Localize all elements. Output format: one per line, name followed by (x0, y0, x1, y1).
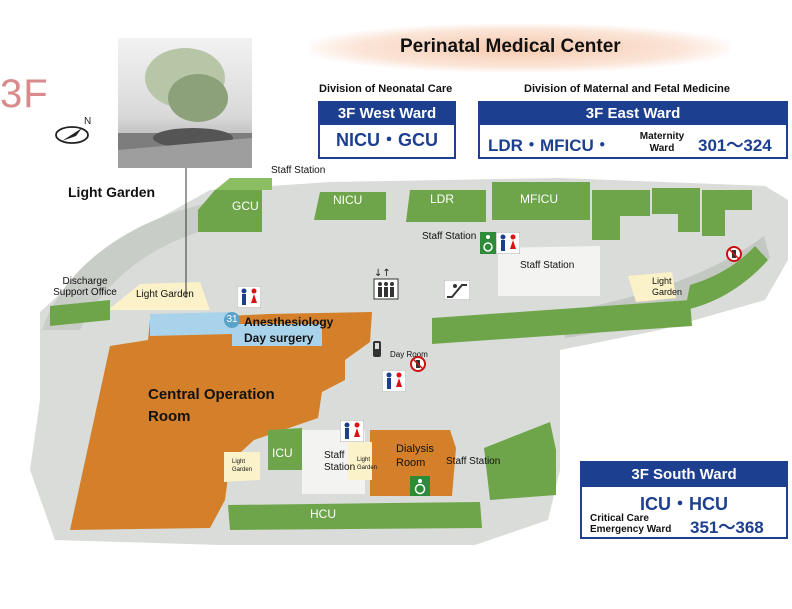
division-neonatal: Division of Neonatal Care (319, 83, 453, 95)
restroom-icon (236, 285, 262, 313)
mficu-label: MFICU (520, 192, 558, 206)
east-ward-name: 3F East Ward (480, 103, 786, 125)
light-garden-caption: Light Garden (68, 184, 156, 200)
restroom-icon (495, 231, 521, 259)
east-block-3 (702, 190, 752, 236)
light-garden-south-a (224, 452, 260, 482)
light-garden-east (628, 272, 676, 302)
wheelchair-icon (410, 476, 430, 501)
south-ward-units: ICU・HCU (640, 494, 728, 514)
dialysis-block (370, 430, 456, 496)
escalator-icon (443, 279, 471, 305)
no-mobile-icon (410, 356, 426, 377)
light-garden-south-b-label: Light Garden (357, 457, 378, 471)
east-ward-sub: Maternity Ward (639, 131, 685, 154)
ldr-label: LDR (430, 192, 455, 206)
light-garden-east-label: Light Garden (652, 276, 683, 297)
compass-icon: N (54, 114, 98, 153)
central-operation-label: Central Operation Room (148, 386, 275, 425)
room-number-badge: 31 (224, 312, 240, 328)
restroom-icon (381, 369, 407, 397)
light-garden-photo (118, 38, 252, 168)
staff-station-east: Staff Station (520, 260, 575, 271)
svg-text:↓↑: ↓↑ (374, 268, 391, 279)
icu-label: ICU (272, 446, 293, 460)
wheelchair-icon (480, 232, 496, 259)
division-maternal: Division of Maternal and Fetal Medicine (524, 83, 730, 95)
west-ward-box: 3F West Ward NICU・GCU (318, 101, 456, 159)
staff-station-south: Staff Station (446, 456, 501, 467)
hcu-block (228, 502, 482, 530)
icu-block (268, 428, 302, 470)
elevator-icon: ↓↑ (372, 266, 400, 307)
svg-text:N: N (84, 116, 91, 127)
restroom-icon (339, 419, 365, 447)
west-ward-name: 3F West Ward (320, 103, 454, 125)
light-garden-west (108, 282, 210, 310)
light-garden-south-a-label: Light Garden (232, 459, 253, 473)
floor-label: 3F (0, 72, 49, 116)
title-band (310, 24, 730, 72)
east-staff-area (498, 246, 600, 296)
south-ward-rooms: 351～368 (690, 518, 764, 537)
staff-station-top: Staff Station (271, 165, 326, 176)
gcu-label: GCU (232, 199, 259, 213)
staff-station-center: Staff Station (422, 231, 477, 242)
light-garden-west-label: Light Garden (136, 289, 194, 300)
east-ward-units: LDR・MFICU・ (488, 136, 611, 155)
operation-room (70, 312, 372, 530)
east-mid-rooms (432, 300, 692, 344)
east-block-1 (592, 190, 650, 240)
discharge-block (50, 300, 110, 326)
east-ward-box: 3F East Ward LDR・MFICU・ Maternity Ward 3… (478, 101, 788, 159)
day-room-label: Day Room (390, 350, 428, 359)
page-title: Perinatal Medical Center (400, 36, 621, 57)
south-ward-name: 3F South Ward (582, 463, 786, 487)
nicu-block (314, 192, 386, 220)
gcu-block (198, 190, 262, 232)
south-right-rooms (484, 422, 556, 500)
mficu-block (492, 182, 590, 220)
nicu-label: NICU (333, 193, 363, 207)
gcu-upper (215, 178, 272, 190)
south-ward-sub: Critical Care Emergency Ward (590, 513, 672, 535)
east-block-2 (652, 188, 700, 232)
anesthesiology-label: Anesthesiology Day surgery (244, 315, 334, 345)
ldr-block (406, 190, 486, 222)
discharge-office: Discharge Support Office (53, 276, 117, 298)
east-curve-rooms (685, 246, 768, 310)
west-ward-units: NICU・GCU (336, 130, 438, 150)
light-garden-south-b (348, 442, 372, 480)
anesthesiology-area (150, 312, 232, 336)
phone-icon (370, 340, 386, 363)
dialysis-label: Dialysis Room (396, 443, 434, 469)
hcu-label: HCU (310, 507, 336, 521)
no-mobile-icon (726, 246, 742, 267)
staff-station-south-left: Staff Station (324, 450, 356, 473)
anesthesiology-area-2 (232, 324, 322, 346)
east-ward-rooms: 301～324 (698, 136, 772, 155)
south-ward-box: 3F South Ward ICU・HCU Critical Care Emer… (580, 461, 788, 539)
